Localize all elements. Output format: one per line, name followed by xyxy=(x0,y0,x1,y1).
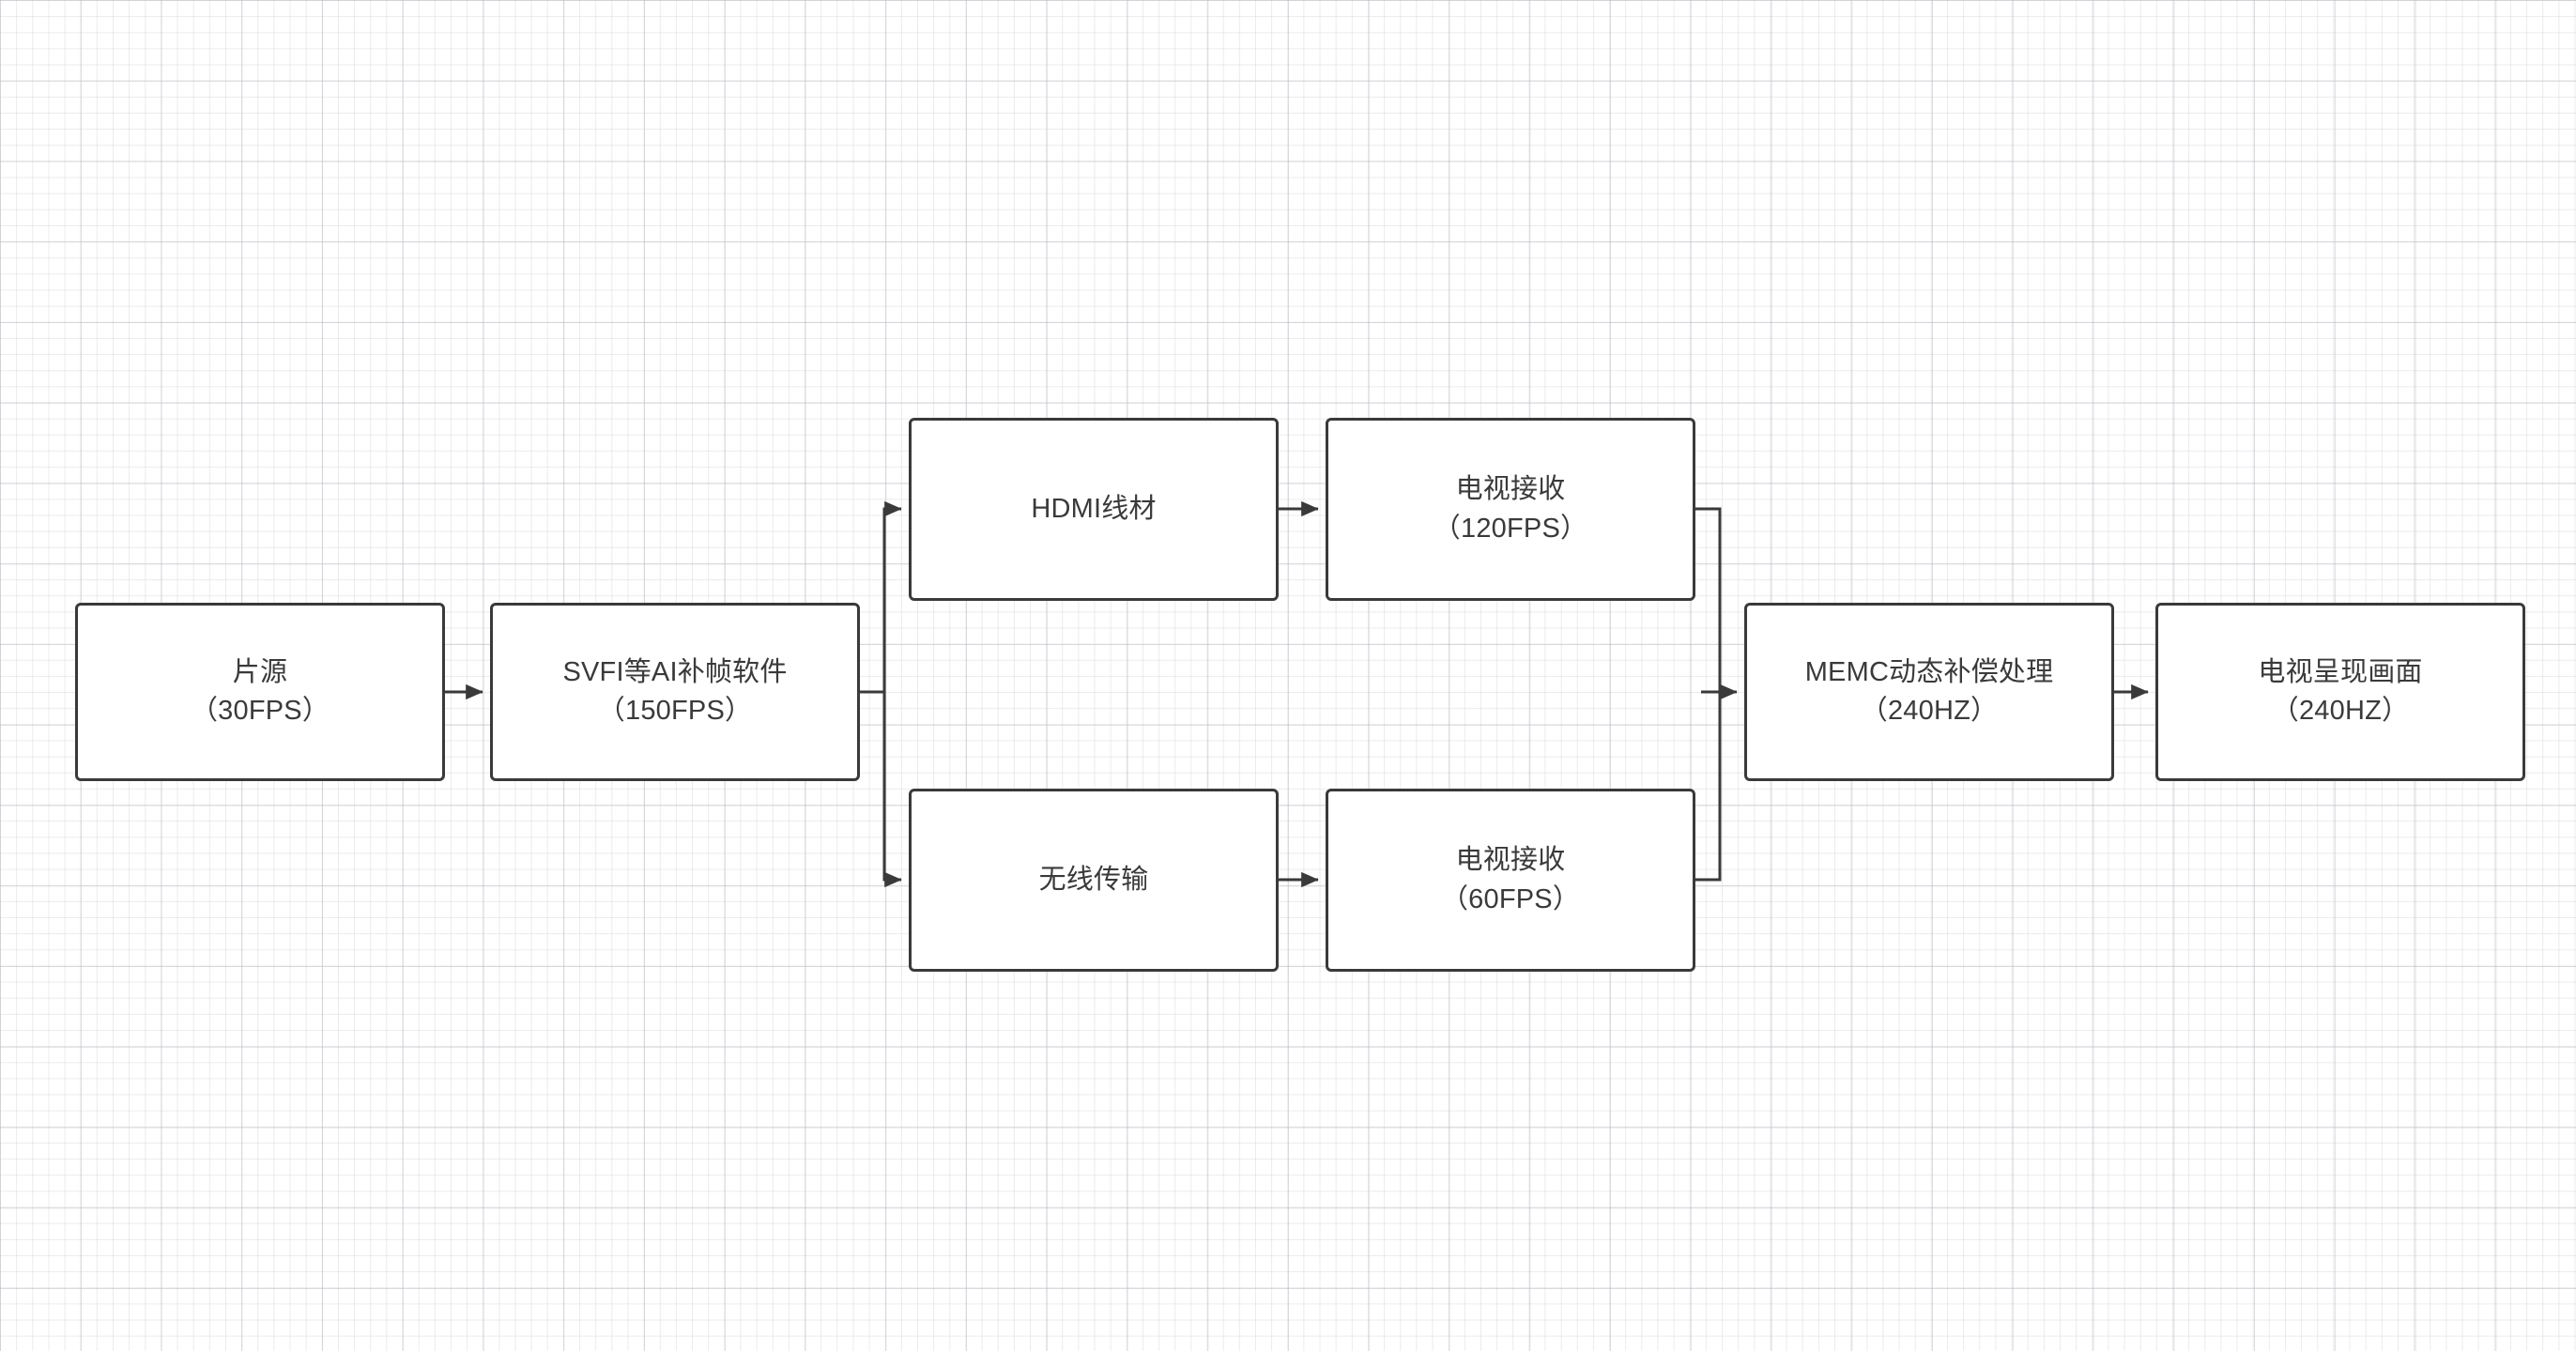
node-tv-recv-60-label-secondary: （60FPS） xyxy=(1440,883,1581,914)
node-tv-receive-120fps[interactable]: 电视接收 （120FPS） xyxy=(1326,418,1695,601)
node-tv-recv-60-label-primary: 电视接收 xyxy=(1455,845,1566,876)
node-hdmi-cable[interactable]: HDMI线材 xyxy=(909,418,1279,601)
edge-tv-recv-120-to-memc xyxy=(1695,507,1722,692)
edge-tv-recv-60-to-memc xyxy=(1695,692,1722,882)
node-wireless-transmission[interactable]: 无线传输 xyxy=(909,789,1279,972)
node-tv-recv-120-label-primary: 电视接收 xyxy=(1455,474,1566,505)
node-tv-display-label-primary: 电视呈现画面 xyxy=(2258,656,2423,687)
node-tv-recv-120-label-secondary: （120FPS） xyxy=(1433,513,1588,544)
node-source-label-primary: 片源 xyxy=(232,656,288,687)
edge-svfi-to-wireless xyxy=(860,690,902,888)
node-memc-label-secondary: （240HZ） xyxy=(1860,696,1999,726)
node-tv-display-output[interactable]: 电视呈现画面 （240HZ） xyxy=(2155,603,2525,781)
node-svfi-label-secondary: （150FPS） xyxy=(597,696,753,726)
node-memc-processing[interactable]: MEMC动态补偿处理 （240HZ） xyxy=(1744,603,2114,781)
node-tv-receive-60fps[interactable]: 电视接收 （60FPS） xyxy=(1326,789,1695,972)
node-svfi-label-primary: SVFI等AI补帧软件 xyxy=(562,656,788,687)
node-memc-label-primary: MEMC动态补偿处理 xyxy=(1804,656,2054,687)
node-source[interactable]: 片源 （30FPS） xyxy=(75,603,445,781)
node-svfi-software[interactable]: SVFI等AI补帧软件 （150FPS） xyxy=(490,603,860,781)
node-tv-display-label-secondary: （240HZ） xyxy=(2271,696,2410,726)
node-wireless-label-primary: 无线传输 xyxy=(1038,864,1149,895)
edge-svfi-to-hdmi xyxy=(860,500,902,694)
node-source-label-secondary: （30FPS） xyxy=(190,696,330,726)
node-hdmi-label-primary: HDMI线材 xyxy=(1031,493,1157,524)
